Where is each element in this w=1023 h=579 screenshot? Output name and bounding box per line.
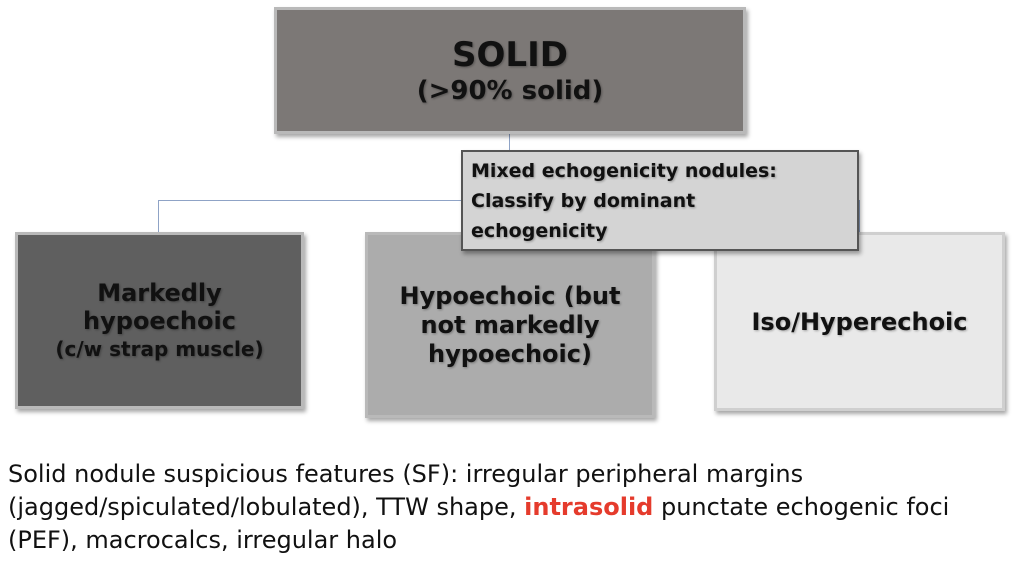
box-line: hypoechoic bbox=[83, 306, 236, 335]
note-highlight: intrasolid bbox=[524, 493, 654, 521]
callout-line: Classify by dominant bbox=[471, 189, 696, 212]
connector-right bbox=[859, 200, 860, 232]
markedly-hypoechoic-box: Markedly hypoechoic (c/w strap muscle) bbox=[15, 232, 304, 409]
callout-line: Mixed echogenicity nodules: bbox=[471, 159, 777, 182]
connector-left bbox=[158, 200, 159, 232]
box-line: not markedly bbox=[420, 310, 600, 339]
solid-title: SOLID bbox=[452, 34, 568, 75]
solid-subtitle: (>90% solid) bbox=[416, 75, 604, 106]
note-text-end: punctate echogenic foci (PEF), macrocalc… bbox=[8, 493, 950, 554]
suspicious-features-note: Solid nodule suspicious features (SF): i… bbox=[8, 458, 1018, 557]
box-line: Iso/Hyperechoic bbox=[751, 307, 968, 336]
callout-line: echogenicity bbox=[471, 219, 608, 242]
hypoechoic-box: Hypoechoic (but not markedly hypoechoic) bbox=[365, 232, 655, 418]
solid-box: SOLID (>90% solid) bbox=[274, 7, 746, 134]
box-line: hypoechoic) bbox=[428, 339, 592, 368]
mixed-echogenicity-callout: Mixed echogenicity nodules: Classify by … bbox=[461, 150, 859, 251]
connector-top bbox=[509, 134, 510, 150]
box-line: Markedly bbox=[97, 278, 222, 307]
box-subtext: (c/w strap muscle) bbox=[55, 336, 264, 361]
iso-hyperechoic-box: Iso/Hyperechoic bbox=[714, 232, 1005, 411]
note-text: Solid nodule suspicious features (SF): i… bbox=[8, 460, 804, 521]
box-line: Hypoechoic (but bbox=[399, 281, 621, 310]
